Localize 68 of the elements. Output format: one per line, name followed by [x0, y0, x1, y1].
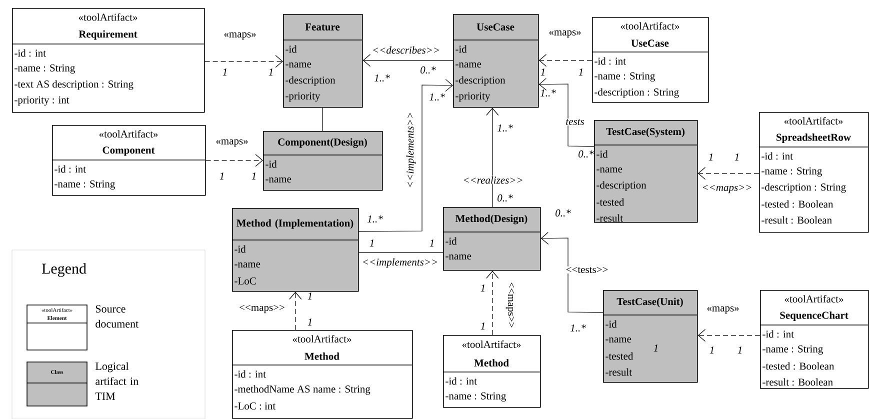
- edge-label: <<maps>>: [505, 282, 515, 328]
- multiplicity: 1: [578, 68, 582, 76]
- edge-label: <<implements>>: [361, 258, 439, 268]
- connector-arrow: [358, 79, 453, 232]
- connector-arrow: [204, 55, 284, 68]
- multiplicity: 1: [268, 68, 272, 76]
- multiplicity: 1: [480, 322, 484, 330]
- class-box: Component(Design) -id -name: [262, 131, 383, 191]
- multiplicity: 1: [308, 318, 312, 326]
- multiplicity: 0..*: [578, 150, 594, 158]
- multiplicity: 1: [370, 240, 374, 246]
- multiplicity: 1: [252, 172, 256, 180]
- connector-arrow: [486, 108, 499, 208]
- edge-label: <<describes>>: [372, 46, 440, 54]
- class-box: «toolArtifact» SpreadsheetRow -id : int -name : String -description : String -tested : Boolean -result : Boolean: [758, 112, 869, 233]
- connector-arrow: [486, 270, 499, 336]
- edge-label: <<implements>>: [406, 111, 416, 189]
- class-box: Method (Implementation) -id -name -LoC: [232, 208, 359, 292]
- connector-arrow: [362, 54, 454, 67]
- multiplicity: 1: [222, 68, 226, 76]
- multiplicity: 1..*: [374, 74, 390, 82]
- multiplicity: 1: [710, 346, 714, 354]
- class-box: «toolArtifact» SequenceChart -id : int -name : String -tested : Boolean -result : Boolean: [760, 290, 869, 389]
- connector-arrow: [289, 292, 302, 330]
- multiplicity: 0..*: [420, 66, 436, 74]
- multiplicity: 1: [480, 284, 484, 292]
- class-box: UseCase -id -name -description -priority: [452, 14, 539, 108]
- edge-label: <<tests>>: [565, 266, 609, 274]
- edge-label: «maps»: [215, 138, 249, 148]
- edge-label: <<maps>>: [701, 184, 753, 194]
- edge-label: <<maps>>: [238, 304, 286, 314]
- connector-arrow: [538, 78, 594, 147]
- edge-label: «maps»: [548, 30, 582, 38]
- edge-label: «maps»: [223, 32, 257, 40]
- edge-label: «maps»: [706, 306, 740, 314]
- multiplicity: 1: [220, 172, 224, 180]
- multiplicity: 1: [734, 154, 738, 160]
- connector-arrow: [698, 329, 760, 342]
- legend-text: Logical artifact in TIM: [95, 362, 138, 400]
- multiplicity: 1: [654, 344, 658, 352]
- edge-label: tests: [565, 118, 585, 126]
- multiplicity: 1: [308, 292, 312, 300]
- multiplicity: 1..*: [430, 93, 445, 101]
- multiplicity: 1..*: [540, 89, 556, 97]
- multiplicity: 0..*: [498, 194, 513, 202]
- multiplicity: 1..*: [498, 124, 513, 132]
- class-box: «toolArtifact» Method -id : int -methodName AS name : String -LoC : int: [232, 330, 413, 419]
- multiplicity: 1: [738, 346, 742, 354]
- multiplicity: 1: [540, 68, 544, 76]
- class-box: Method(Design) -id -name: [442, 206, 541, 271]
- class-box: «toolArtifact» Requirement -id : int -name : String -text AS description : String -priority : int: [12, 8, 205, 113]
- connector-arrow: [698, 167, 760, 180]
- legend-title: Legend: [42, 263, 86, 277]
- connector-arrow: [538, 54, 592, 67]
- class-box: TestCase(System) -id -name -description -tested -result: [594, 120, 698, 223]
- class-box: «toolArtifact» UseCase -id : int -name : String -description : String: [592, 17, 709, 103]
- multiplicity: 1..*: [570, 324, 586, 332]
- multiplicity: 1: [430, 240, 434, 246]
- class-box: Feature -id -name -description -priority: [282, 14, 363, 108]
- edge-label: <<realizes>>: [462, 176, 524, 184]
- class-box: «toolArtifact» Method -id : int -name : String: [442, 335, 541, 408]
- multiplicity: 1..*: [368, 215, 383, 223]
- multiplicity: 1: [708, 154, 712, 160]
- connector-arrow: [206, 154, 264, 167]
- class-box: «toolArtifact» Component -id : int -name : String: [52, 125, 206, 196]
- multiplicity: 0..*: [556, 209, 571, 217]
- legend-text: Source document: [96, 305, 139, 328]
- connector-arrow: [540, 232, 604, 313]
